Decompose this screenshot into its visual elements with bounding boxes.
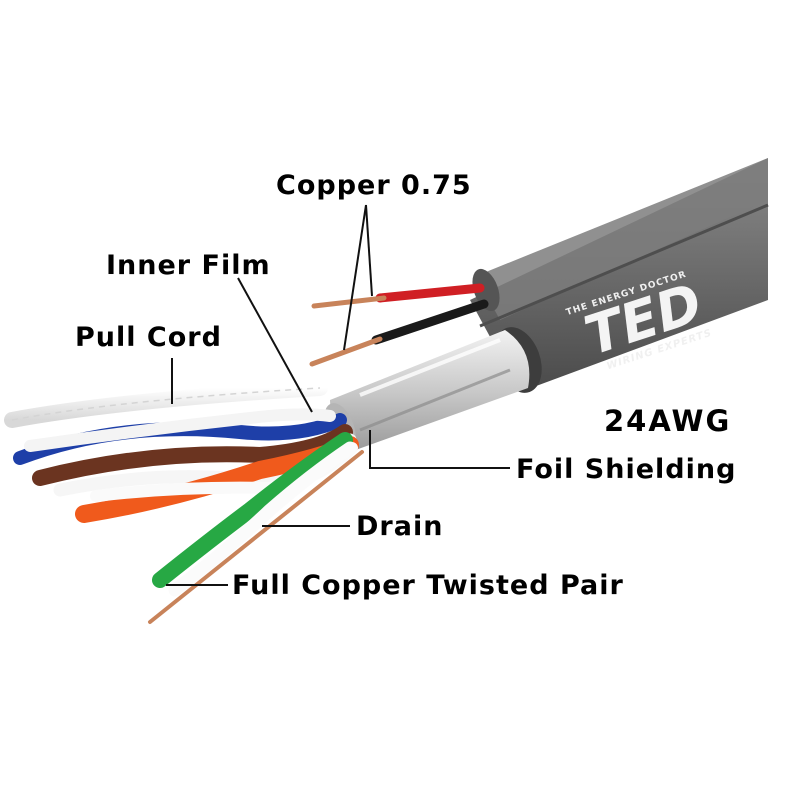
copper-power-wires xyxy=(309,283,489,367)
twisted-pairs xyxy=(13,408,359,597)
label-awg: 24AWG xyxy=(604,404,732,438)
leader-copper-b xyxy=(343,204,367,351)
outer-jacket xyxy=(470,158,769,393)
drain-wire xyxy=(148,450,364,624)
label-twisted-pair: Full Copper Twisted Pair xyxy=(232,570,624,601)
leader-lines xyxy=(166,204,510,586)
ted-logo: THE ENERGY DOCTOR TED WIRING EXPERTS xyxy=(565,270,714,373)
leader-foil xyxy=(369,430,510,469)
label-drain: Drain xyxy=(356,511,444,542)
leader-copper-a xyxy=(365,204,373,297)
label-copper: Copper 0.75 xyxy=(276,170,472,201)
label-pull-cord: Pull Cord xyxy=(75,322,222,353)
label-inner-film: Inner Film xyxy=(106,250,271,281)
leader-inner-film xyxy=(237,277,313,413)
pull-cord xyxy=(4,380,328,428)
label-foil-shielding: Foil Shielding xyxy=(516,454,737,485)
